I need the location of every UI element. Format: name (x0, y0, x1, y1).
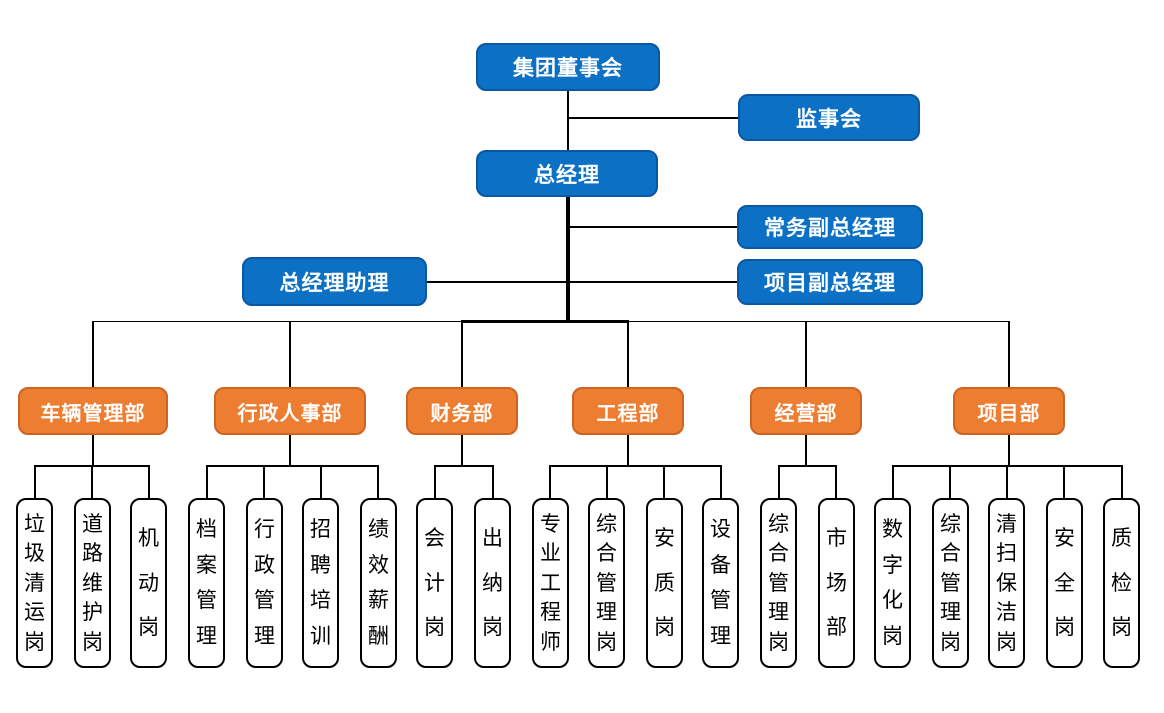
node-dept-hr-admin: 行政人事部 (214, 387, 366, 435)
node-supervisory-board-label: 监事会 (796, 107, 862, 131)
node-pos-safety-quality: 安质岗 (646, 498, 683, 668)
node-dept-engineering: 工程部 (572, 387, 684, 435)
connector-line (606, 466, 608, 498)
node-supervisory-board: 监事会 (738, 94, 920, 141)
connector-line (1008, 321, 1010, 387)
node-dept-operations: 经营部 (750, 387, 862, 435)
connector-line (492, 466, 494, 498)
connector-line (949, 466, 951, 498)
node-pos-market: 市场部 (818, 498, 855, 668)
node-gm-assistant-label: 总经理助理 (279, 271, 390, 295)
connector-line (377, 466, 379, 498)
connector-line (461, 435, 463, 466)
connector-line (206, 466, 208, 498)
node-dept-engineering-label: 工程部 (596, 402, 660, 425)
connector-line (1006, 466, 1008, 498)
connector-line (34, 466, 36, 498)
node-pos-mobile: 机动岗 (130, 498, 167, 668)
node-pos-general-mgmt-eng: 综合管理岗 (588, 498, 625, 668)
connector-line (566, 197, 570, 322)
connector-line (892, 465, 1123, 467)
node-project-deputy-gm-label: 项目副总经理 (764, 272, 896, 295)
node-dept-operations-label: 经营部 (774, 402, 838, 425)
connector-line (568, 226, 737, 228)
node-dept-vehicle-mgmt: 车辆管理部 (18, 387, 168, 435)
connector-line (434, 466, 436, 498)
node-general-manager: 总经理 (476, 150, 658, 197)
node-board-label: 集团董事会 (513, 57, 623, 80)
connector-line (34, 465, 150, 467)
node-pos-quality-inspection: 质检岗 (1103, 498, 1140, 668)
connector-line (1063, 466, 1065, 498)
connector-line (427, 281, 737, 283)
connector-line (627, 321, 629, 387)
node-pos-garbage-removal: 垃圾清运岗 (16, 498, 53, 668)
node-executive-deputy-gm-label: 常务副总经理 (764, 217, 896, 240)
node-pos-accounting: 会计岗 (416, 498, 453, 668)
node-pos-digitalization: 数字化岗 (874, 498, 911, 668)
connector-line (289, 435, 291, 466)
connector-line (461, 319, 629, 323)
node-dept-hr-admin-label: 行政人事部 (237, 402, 343, 425)
node-pos-sweeping-cleaning: 清扫保洁岗 (988, 498, 1025, 668)
node-dept-finance: 财务部 (406, 387, 518, 435)
node-board: 集团董事会 (476, 43, 660, 91)
node-pos-archives-mgmt: 档案管理 (188, 498, 225, 668)
connector-line (720, 466, 722, 498)
connector-line (567, 91, 569, 151)
node-pos-equipment-mgmt: 设备管理 (702, 498, 739, 668)
connector-line (92, 321, 94, 387)
connector-line (91, 466, 93, 498)
connector-line (434, 465, 494, 467)
node-pos-safety: 安全岗 (1046, 498, 1083, 668)
node-dept-finance-label: 财务部 (430, 402, 494, 425)
connector-line (92, 435, 94, 466)
connector-line (1121, 466, 1123, 498)
node-pos-general-mgmt-proj: 综合管理岗 (932, 498, 969, 668)
connector-line (1008, 435, 1010, 466)
connector-line (805, 435, 807, 466)
connector-line (663, 466, 665, 498)
connector-line (627, 435, 629, 466)
connector-line (206, 465, 379, 467)
node-pos-general-mgmt-ops: 综合管理岗 (760, 498, 797, 668)
node-dept-vehicle-mgmt-label: 车辆管理部 (40, 402, 146, 425)
node-gm-assistant: 总经理助理 (242, 257, 427, 306)
connector-line (892, 466, 894, 498)
connector-line (148, 466, 150, 498)
connector-line (778, 465, 837, 467)
node-pos-road-maintenance: 道路维护岗 (74, 498, 111, 668)
node-pos-professional-engineer: 专业工程师 (532, 498, 569, 668)
connector-line (568, 117, 738, 119)
node-executive-deputy-gm: 常务副总经理 (737, 205, 923, 249)
connector-line (835, 466, 837, 498)
node-dept-project: 项目部 (953, 387, 1065, 435)
connector-line (778, 466, 780, 498)
connector-line (549, 466, 551, 498)
node-general-manager-label: 总经理 (534, 163, 600, 187)
connector-line (549, 465, 722, 467)
node-pos-performance-payroll: 绩效薪酬 (360, 498, 397, 668)
node-dept-project-label: 项目部 (977, 402, 1041, 425)
connector-line (461, 321, 463, 387)
connector-line (320, 466, 322, 498)
node-pos-admin-mgmt: 行政管理 (246, 498, 283, 668)
node-pos-recruit-training: 招聘培训 (302, 498, 339, 668)
connector-line (805, 321, 807, 387)
connector-line (289, 321, 291, 387)
node-project-deputy-gm: 项目副总经理 (737, 259, 923, 305)
node-pos-cashier: 出纳岗 (474, 498, 511, 668)
connector-line (263, 466, 265, 498)
